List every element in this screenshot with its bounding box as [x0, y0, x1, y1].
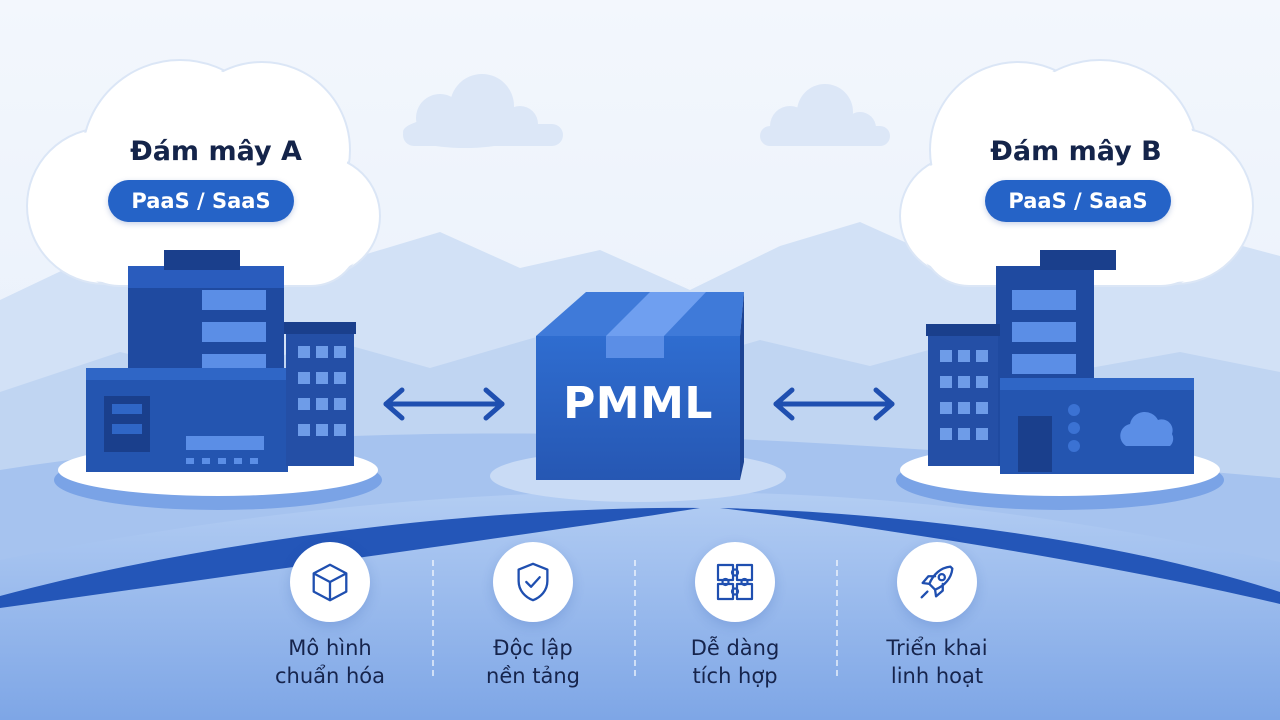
- feature-divider: [634, 560, 636, 676]
- cloud-b-badge: PaaS / SaaS: [985, 180, 1171, 222]
- pmml-label: PMML: [563, 378, 713, 429]
- building-group-b: [926, 250, 1194, 474]
- feature-icon-circle: [290, 542, 370, 622]
- background-cloud-left: [403, 74, 563, 148]
- puzzle-icon: [716, 563, 754, 601]
- feature-icon-circle: [695, 542, 775, 622]
- double-arrow-left: [383, 387, 505, 421]
- feature-label-line1: Mô hình: [288, 636, 372, 660]
- background-cloud-right: [760, 84, 890, 146]
- feature-label-line1: Độc lập: [493, 636, 573, 660]
- building-group-a: [86, 250, 356, 472]
- feature-label-line2: linh hoạt: [890, 664, 984, 688]
- feature-standardized-model: Mô hình chuẩn hóa: [230, 542, 430, 690]
- rocket-icon: [920, 565, 954, 599]
- feature-label-line1: Dễ dàng: [690, 636, 780, 660]
- feature-icon-circle: [897, 542, 977, 622]
- feature-divider: [432, 560, 434, 676]
- feature-label-line2: chuẩn hóa: [274, 664, 386, 688]
- feature-label-line1: Triển khai: [886, 636, 988, 660]
- double-arrow-right: [773, 387, 895, 421]
- feature-platform-independent: Độc lập nền tảng: [433, 542, 633, 690]
- feature-flexible-deployment: Triển khai linh hoạt: [837, 542, 1037, 690]
- feature-label-line2: nền tảng: [486, 664, 580, 688]
- cloud-a-badge: PaaS / SaaS: [108, 180, 294, 222]
- feature-divider: [836, 560, 838, 676]
- cloud-b-title: Đám mây B: [990, 136, 1162, 167]
- shield-check-icon: [517, 562, 549, 602]
- feature-label-line2: tích hợp: [692, 664, 778, 688]
- feature-easy-integration: Dễ dàng tích hợp: [635, 542, 835, 690]
- pmml-box: [536, 292, 744, 480]
- feature-icon-circle: [493, 542, 573, 622]
- cube-icon: [312, 563, 348, 602]
- cloud-a-title: Đám mây A: [130, 136, 302, 167]
